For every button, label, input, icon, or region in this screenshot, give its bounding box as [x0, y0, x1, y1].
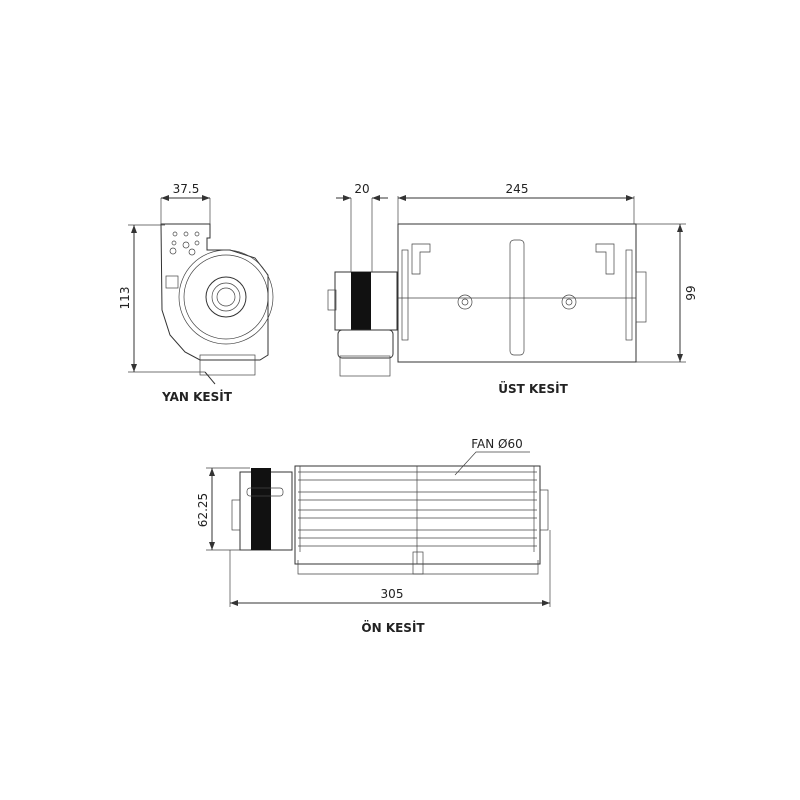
front-length-dim: 305 [381, 587, 404, 601]
top-view-label: ÜST KESİT [498, 381, 568, 396]
fan-label: FAN Ø60 [471, 437, 523, 451]
side-view: 37.5 113 YAN KESİT [118, 182, 274, 404]
side-fan-ring [178, 249, 274, 345]
fan-leader-line [454, 451, 530, 476]
side-housing [160, 223, 269, 361]
front-fan-blades [298, 466, 537, 564]
side-terminal [199, 354, 256, 376]
front-motor-coil [251, 468, 271, 550]
top-bracket-left [411, 243, 431, 275]
side-hub [205, 276, 247, 318]
front-fan-body [294, 465, 541, 565]
side-view-label: YAN KESİT [161, 389, 233, 404]
top-housing [397, 223, 637, 363]
front-height-dim: 62.25 [196, 493, 210, 527]
side-width-dim: 37.5 [173, 182, 200, 196]
top-view: 20 245 99 ÜST KESİT [327, 182, 698, 396]
side-height-dim: 113 [118, 287, 132, 310]
side-holes [169, 231, 200, 256]
top-motor-dim: 20 [354, 182, 369, 196]
front-view-label: ÖN KESİT [361, 620, 425, 635]
top-height-dim: 99 [684, 285, 698, 300]
top-bracket-right [595, 243, 615, 275]
front-view: FAN Ø60 62.25 305 ÖN KESİT [196, 437, 551, 635]
top-length-dim: 245 [506, 182, 529, 196]
top-center-rib [509, 239, 525, 356]
